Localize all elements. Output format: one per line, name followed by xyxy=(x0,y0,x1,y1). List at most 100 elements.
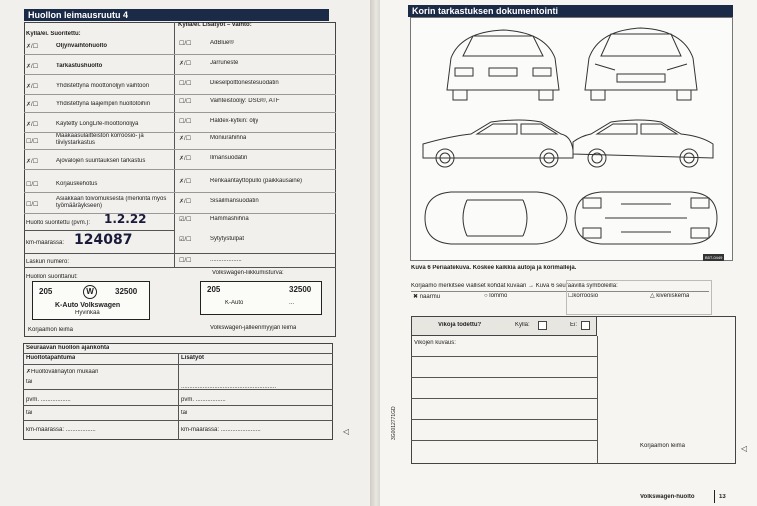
legend-corrosion: ☐korroosio xyxy=(568,293,598,300)
extra-item-8: Sisäilmansuodatin xyxy=(210,198,259,204)
row-line xyxy=(24,169,336,170)
row-line xyxy=(411,356,597,357)
extra-other: ................... xyxy=(210,257,242,263)
description-label: Vikojen kuvaus: xyxy=(414,340,456,346)
service-form xyxy=(24,22,336,337)
checkbox-left-4[interactable]: ✗/☐ xyxy=(26,122,39,128)
stamp-line1: K-Auto Volkswagen xyxy=(55,302,121,309)
row-line xyxy=(24,253,336,254)
rear-view-car-icon xyxy=(446,29,560,101)
legend-dent-text: lommo xyxy=(489,293,508,299)
checkbox-left-2[interactable]: ✗/☐ xyxy=(26,84,39,90)
row-line xyxy=(24,230,174,231)
checkbox-left-3[interactable]: ✗/☐ xyxy=(26,102,39,108)
checkbox-left-8[interactable]: ☐/☐ xyxy=(26,202,39,208)
checkbox-sytytystulpat[interactable]: ☑/☐ xyxy=(179,237,192,243)
workshop-stamp-label-right: Korjaamon leima xyxy=(640,443,686,449)
side-code: 3G0012771GD xyxy=(391,406,397,440)
service-item-4: Käytetty LongLife-moottoriöljyä xyxy=(56,121,139,127)
service-item-8: Asiakkaan toivomuksesta (merkintä myös t… xyxy=(56,196,167,209)
checkbox-left-7[interactable]: ☐/☐ xyxy=(26,182,39,188)
checkbox-right-4[interactable]: ☐/☐ xyxy=(179,119,192,125)
extra-item-4: Haldex-kytkin: öljy xyxy=(210,118,259,124)
extra-sytytystulpat: Sytytystulpat xyxy=(210,236,245,242)
square-icon: ☐ xyxy=(568,293,574,299)
extra-hammashihna: Hammashihna xyxy=(210,216,249,222)
row-line xyxy=(24,132,336,133)
extra-item-3: Vaihteistoöljy: DSG®, ATF xyxy=(210,98,280,104)
stamp2-line1: K-Auto xyxy=(225,300,244,306)
top-view-car-icon xyxy=(424,191,568,245)
extra-item-7: Renkaantäyttöpullo (paikkausaine) xyxy=(210,178,303,184)
page-number: 13 xyxy=(719,494,726,500)
checkbox-left-0[interactable]: ✗/☐ xyxy=(26,44,39,50)
figure-caption: Kuva 6 Periaatekuva. Koskee kaikkia auto… xyxy=(411,265,577,271)
arrow-left-icon: ◁ xyxy=(741,445,748,452)
form-divider xyxy=(174,22,175,267)
row-line xyxy=(411,398,597,399)
checkbox-right-1[interactable]: ✗/☐ xyxy=(179,61,192,67)
car-outlines-svg xyxy=(422,27,718,245)
cross-icon: ✖ xyxy=(413,294,419,300)
no-checkbox[interactable] xyxy=(581,321,590,330)
row-line xyxy=(23,364,333,365)
service-item-3: Yhdistettynä laajempiin huoltotöihin xyxy=(56,101,151,107)
checkbox-left-6[interactable]: ✗/☐ xyxy=(26,159,39,165)
checkbox-right-8[interactable]: ✗/☐ xyxy=(179,199,192,205)
service-item-1: Tarkastushuolto xyxy=(56,63,103,69)
row-line xyxy=(24,192,336,193)
row-line xyxy=(24,213,336,214)
stamp-number-left: 205 xyxy=(39,288,53,295)
checkbox-right-3[interactable]: ☐/☐ xyxy=(179,99,192,105)
next-extra-dots: ........................................… xyxy=(181,384,277,390)
row-line xyxy=(24,54,336,55)
km-label: km-määrässä: xyxy=(26,240,65,246)
service-item-6: Ajovalojen suuntauksen tarkastus xyxy=(56,158,146,164)
checkbox-left-5[interactable]: ☐/☐ xyxy=(26,139,39,145)
next-interval-text: Huoltovälinäytön mukaan xyxy=(31,369,99,375)
legend-line xyxy=(411,291,709,292)
checkbox-right-7[interactable]: ✗/☐ xyxy=(179,179,192,185)
legend-corrosion-text: korroosio xyxy=(573,293,599,299)
underbody-car-icon xyxy=(574,191,718,245)
service-date-value: 1.2.22 xyxy=(104,212,147,226)
service-item-2: Yhdistettynä moottoriöljyn vaihtoon xyxy=(56,83,150,89)
row-line xyxy=(24,74,336,75)
page-gutter xyxy=(370,0,382,506)
dealer-stamp-label: Volkswagen-jälleenmyyjän leima xyxy=(210,325,297,331)
figure-code: B5T-0449 xyxy=(703,254,725,261)
workshop-stamp: 205 W 32500 K-Auto Volkswagen Hyvinkää xyxy=(32,281,150,320)
yes-checkbox[interactable] xyxy=(538,321,547,330)
side-view-right-car-icon xyxy=(572,119,714,168)
no-label: Ei: xyxy=(570,322,578,328)
arrow-left-icon: ◁ xyxy=(343,428,350,435)
next-interval-option[interactable]: ✗Huoltovälinäytön mukaan xyxy=(26,369,98,376)
row-line xyxy=(24,267,336,268)
legend-scratch-text: naarmu xyxy=(419,294,441,300)
col2-header: Kyllä/ei. Lisätyöt – vaihto: xyxy=(178,22,252,28)
circle-icon: ○ xyxy=(484,293,488,299)
triangle-icon: △ xyxy=(650,293,655,299)
service-item-7: Korjauskehotus xyxy=(56,181,98,187)
checkbox-right-6[interactable]: ✗/☐ xyxy=(179,156,192,162)
extra-item-6: Ilmansuodatin xyxy=(210,155,248,161)
front-view-car-icon xyxy=(584,27,698,101)
dealer-stamp: 205 32500 K-Auto ... xyxy=(200,281,322,315)
checkbox-other[interactable]: ☐/☐ xyxy=(179,258,192,264)
next-date-1: pvm. .................. xyxy=(26,397,71,403)
checkbox-right-0[interactable]: ☐/☐ xyxy=(179,41,192,47)
checkbox-left-1[interactable]: ✗/☐ xyxy=(26,64,39,70)
stamp2-number-left: 205 xyxy=(207,286,221,293)
stamp2-number-right: 32500 xyxy=(289,286,312,293)
extra-item-5: Moniurahihna xyxy=(210,135,247,141)
check-mark-icon: ✗ xyxy=(26,369,32,375)
km-value: 124087 xyxy=(74,232,133,248)
col1-header: Kyllä/ei. Suoritettu: xyxy=(26,31,81,37)
performed-by-label: Huollon suorittanut: xyxy=(26,274,78,280)
checkbox-hammashihna[interactable]: ☑/☐ xyxy=(179,217,192,223)
checkbox-right-5[interactable]: ✗/☐ xyxy=(179,136,192,142)
defects-header xyxy=(411,316,597,336)
checkbox-right-2[interactable]: ☐/☐ xyxy=(179,81,192,87)
legend-scratch: ✖ naarmu xyxy=(413,294,440,301)
footer-divider xyxy=(714,490,715,503)
